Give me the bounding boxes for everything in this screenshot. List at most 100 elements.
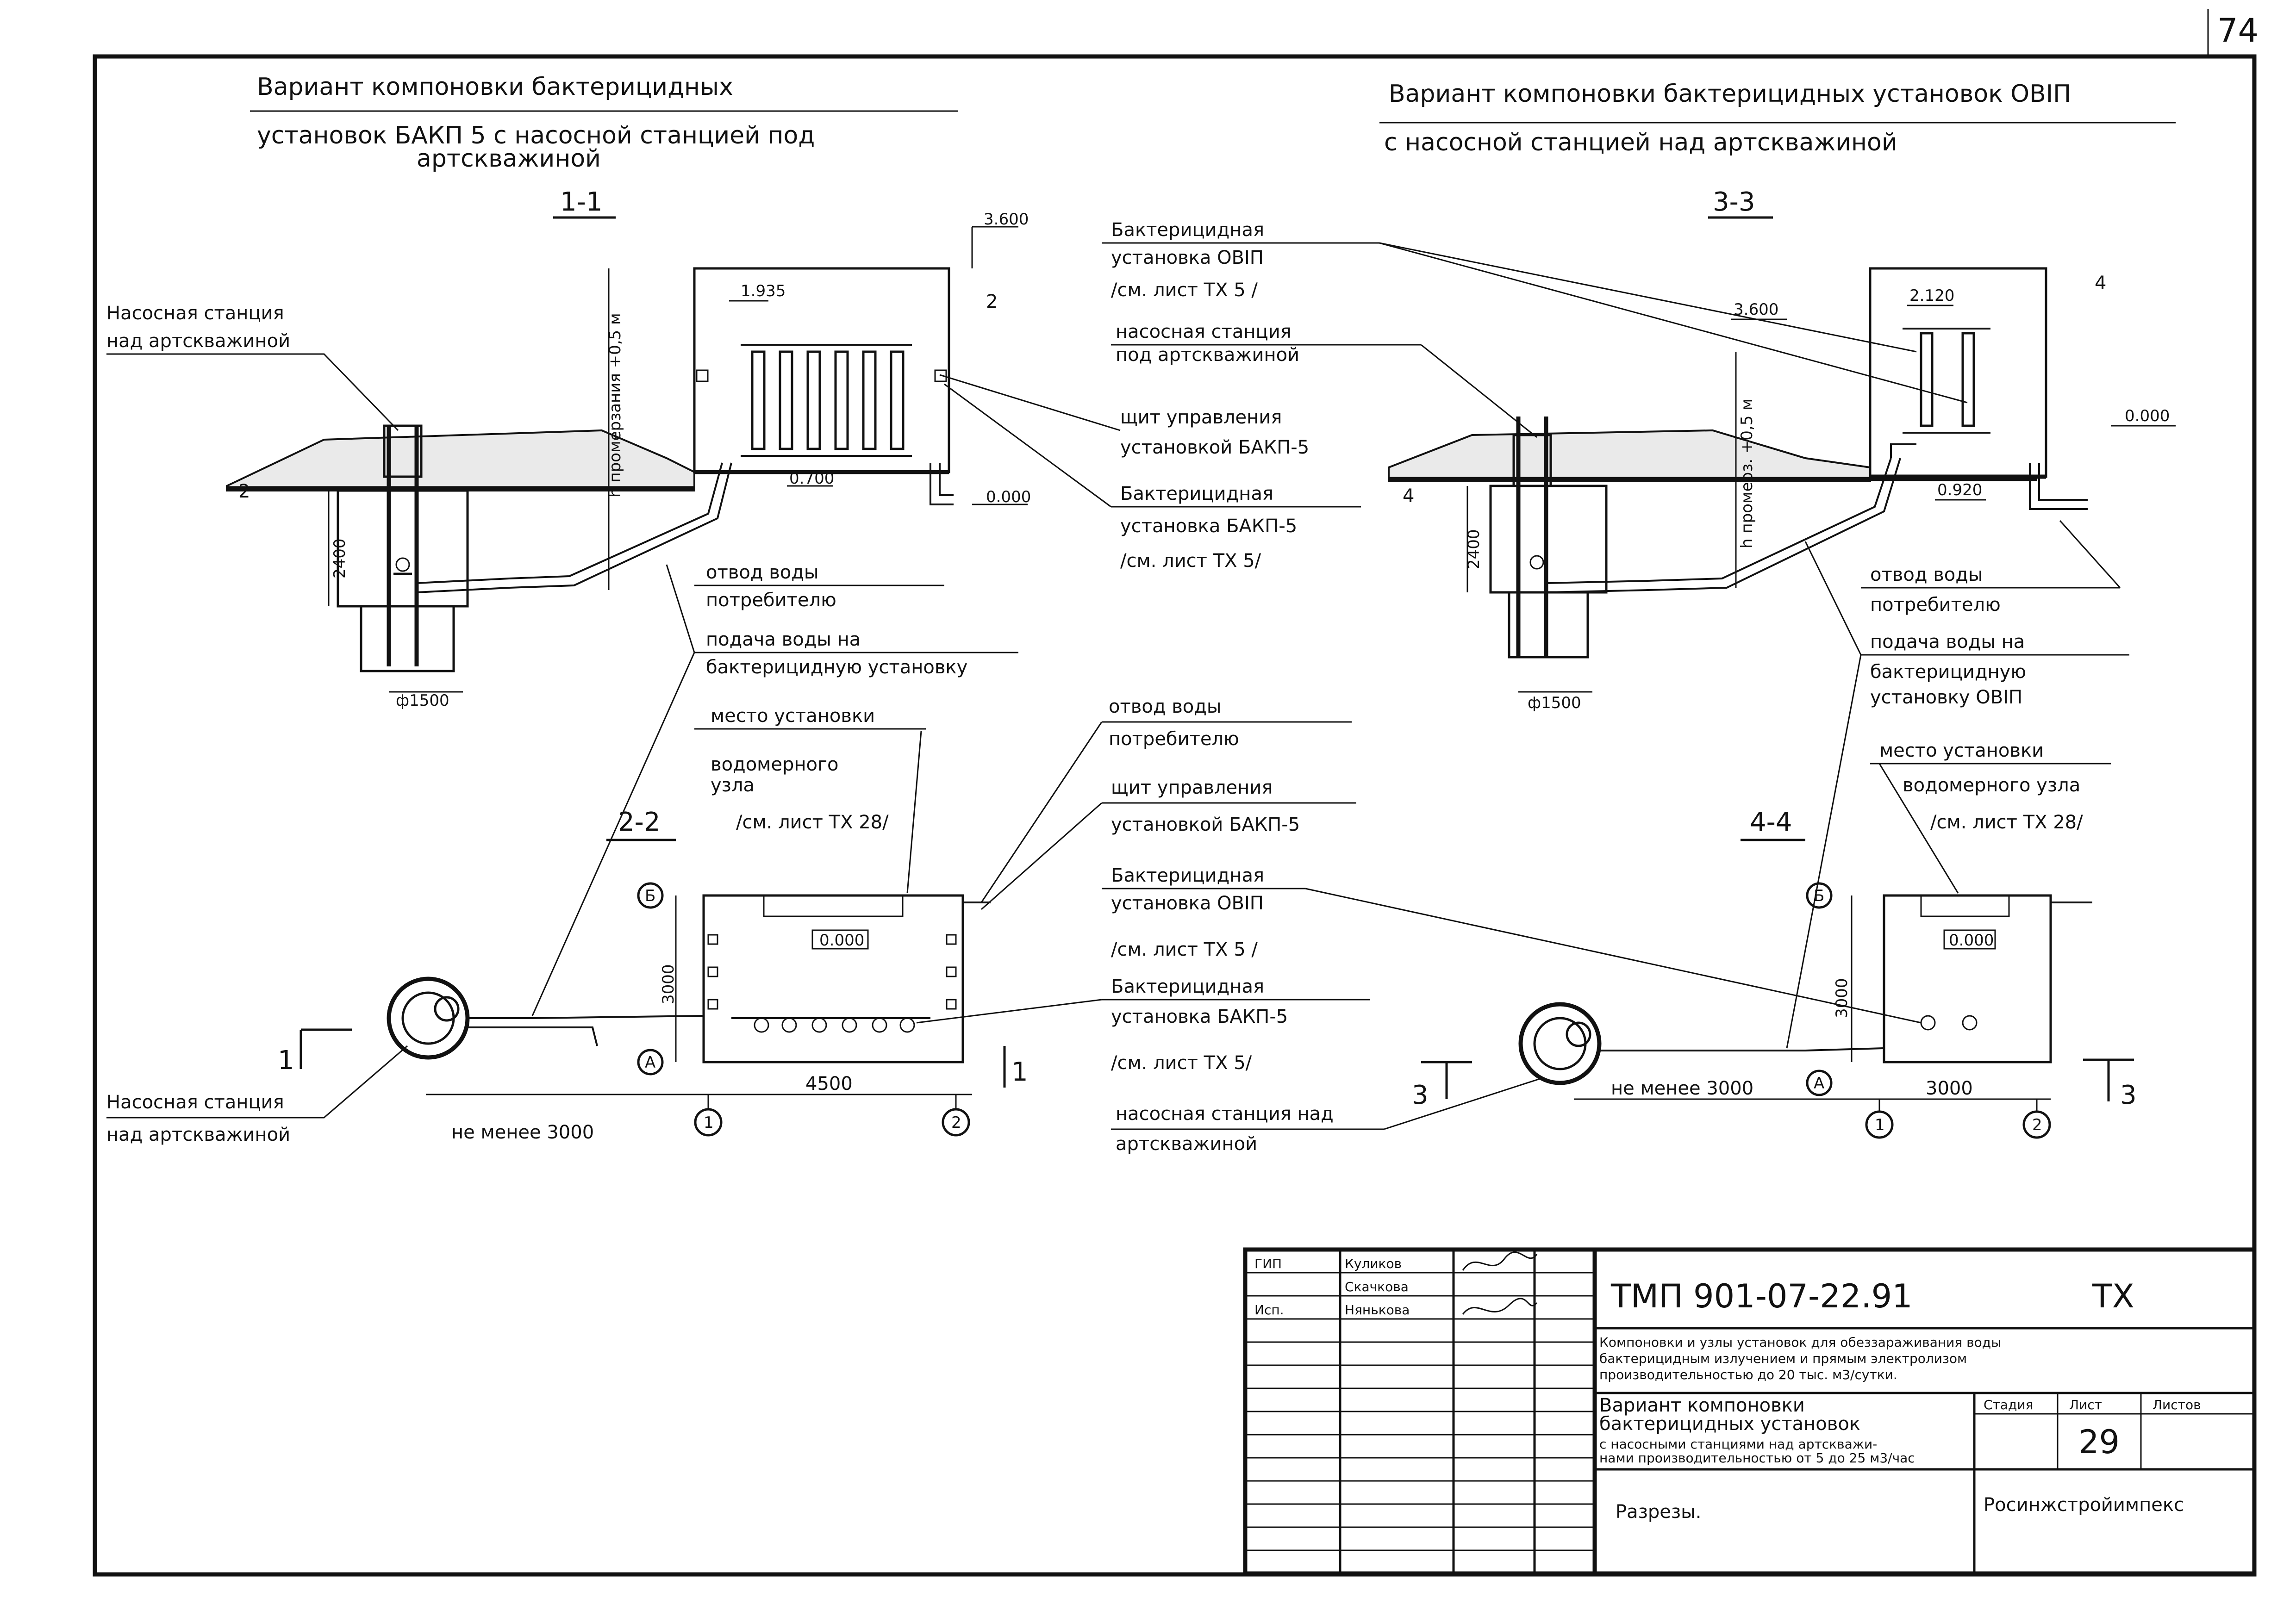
label-bakp-unit-c: /см. лист ТХ 5/	[1120, 550, 1261, 572]
section-3-3-label: 3-3	[1713, 187, 1755, 217]
plan-height-right: 3000	[1833, 978, 1851, 1018]
axis-2-right: 2	[2032, 1116, 2042, 1134]
mark-4-left: 4	[1403, 485, 1414, 507]
plan-out-b: потребителю	[1109, 728, 1239, 750]
elev-3600-left: 3.600	[984, 210, 1029, 229]
section-2-2-label: 2-2	[618, 807, 660, 837]
label-pump-station-b: над артскважиной	[106, 330, 290, 352]
right-water-out-a: отвод воды	[1870, 564, 1983, 585]
plan-2-2-drawing: 0.000 3000 4500 не менее 3000 Б А 1 2	[278, 882, 1028, 1143]
stamp-name-skachkova: Скачкова	[1345, 1279, 1409, 1294]
label-ovip-unit-c: /см. лист ТХ 5 /	[1111, 280, 1258, 301]
right-title-line-2: с насосной станцией над артскважиной	[1384, 129, 1897, 156]
elev-0000-right: 0.000	[2125, 407, 2170, 425]
plan-width-left: 4500	[805, 1073, 853, 1094]
plan-ovip-b: установка ОВІП	[1111, 893, 1264, 914]
stamp-desc-2: бактерицидным излучением и прямым электр…	[1599, 1351, 1967, 1366]
label-pump-top-b: под артскважиной	[1116, 344, 1299, 366]
stamp-role-gip: ГИП	[1254, 1256, 1282, 1271]
plan-height-left: 3000	[659, 964, 678, 1004]
stamp-sheet-title-4: нами производительностью от 5 до 25 м3/ч…	[1599, 1450, 1915, 1466]
stamp-stage-header: Стадия	[1984, 1397, 2033, 1412]
stamp-sheets-header: Листов	[2152, 1397, 2201, 1412]
well-diam-right: ф1500	[1528, 694, 1581, 712]
plan-pump-left-a: Насосная станция	[106, 1092, 284, 1113]
label-water-out-a: отвод воды	[706, 562, 818, 583]
stamp-code: ТМП 901-07-22.91	[1610, 1277, 1913, 1315]
min-distance-left: не менее 3000	[451, 1122, 594, 1143]
axis-b-left: Б	[645, 887, 655, 905]
stamp-sheet-title-2: бактерицидных установок	[1599, 1413, 1860, 1435]
elev-2120: 2.120	[1909, 286, 1954, 305]
plan-meter-c: узла	[711, 775, 755, 796]
plan-room-elev-left: 0.000	[819, 931, 864, 950]
signature-1	[1462, 1251, 1538, 1271]
drawing-frame	[93, 54, 2257, 1577]
stamp-role-isp: Исп.	[1254, 1302, 1284, 1318]
axis-1-left: 1	[704, 1113, 714, 1132]
label-ovip-unit-a: Бактерицидная	[1111, 219, 1264, 241]
cut-1-right: 1	[1011, 1057, 1028, 1087]
mark-2-left: 2	[238, 481, 250, 502]
stamp-sheet-title-3: с насосными станциями над артскважи-	[1599, 1436, 1877, 1452]
stamp-sheet-title-1: Вариант компоновки	[1599, 1395, 1805, 1416]
plan-panel-b: установкой БАКП-5	[1111, 814, 1300, 835]
stamp-organization: Росинжстройимпекс	[1984, 1494, 2184, 1516]
plan-bakp-c: /см. лист ТХ 5/	[1111, 1052, 1252, 1074]
label-bakp-unit-b: установка БАКП-5	[1120, 516, 1297, 537]
title-block	[1243, 1247, 2257, 1576]
mark-4-top: 4	[2095, 273, 2106, 294]
plan-out-a: отвод воды	[1109, 696, 1221, 717]
plan-ovip-c: /см. лист ТХ 5 /	[1111, 939, 1258, 960]
mark-2-top: 2	[986, 291, 998, 312]
stamp-desc-3: производительностью до 20 тыс. м3/сутки.	[1599, 1367, 1897, 1382]
stamp-sheet-header: Лист	[2069, 1397, 2102, 1412]
stamp-sheet-number: 29	[2078, 1423, 2120, 1461]
depth-label-left: h промерзания +0,5 м	[606, 313, 624, 497]
section-4-4-label: 4-4	[1750, 807, 1792, 837]
right-meter-c: /см. лист ТХ 28/	[1930, 812, 2083, 833]
plan-ovip-a: Бактерицидная	[1111, 865, 1264, 886]
cut-1-left: 1	[278, 1045, 294, 1076]
right-water-in-b: бактерицидную	[1870, 661, 2026, 683]
label-ovip-unit-b: установка ОВІП	[1111, 247, 1264, 268]
plan-pump-left-b: над артскважиной	[106, 1124, 290, 1145]
stamp-desc-1: Компоновки и узлы установок для обеззара…	[1599, 1335, 2001, 1350]
elev-0920: 0.920	[1937, 481, 1982, 499]
signature-2	[1462, 1298, 1538, 1315]
label-pump-station-a: Насосная станция	[106, 303, 284, 324]
elev-1935: 1.935	[741, 282, 786, 300]
plan-meter-d: /см. лист ТХ 28/	[736, 812, 889, 833]
plan-meter-b: водомерного	[711, 754, 838, 775]
right-meter-b: водомерного узла	[1903, 775, 2080, 796]
right-water-in-a: подача воды на	[1870, 631, 2025, 653]
right-meter-a: место установки	[1879, 740, 2044, 761]
plan-bakp-b: установка БАКП-5	[1111, 1006, 1288, 1027]
stamp-bottom-title: Разрезы.	[1616, 1501, 1701, 1523]
bakp-units	[741, 344, 912, 457]
right-water-out-b: потребителю	[1870, 594, 2001, 616]
axis-1-right: 1	[1875, 1116, 1885, 1134]
stamp-name-nyankova: Нянькова	[1345, 1302, 1410, 1318]
axis-2-left: 2	[951, 1113, 961, 1132]
section-3-3-drawing: 3.600 2.120 0.000 0.920 4 4 h промерз. +…	[1388, 267, 2176, 712]
label-panel-a: щит управления	[1120, 407, 1282, 428]
well-diam-left: ф1500	[396, 691, 449, 710]
elev-0000-left: 0.000	[986, 488, 1031, 506]
plan-bakp-a: Бактерицидная	[1111, 976, 1264, 997]
cut-3-right: 3	[2120, 1080, 2137, 1110]
cut-3-left: 3	[1412, 1080, 1429, 1110]
plan-pump-a: насосная станция над	[1116, 1103, 1334, 1125]
stamp-name-kulikov: Куликов	[1345, 1256, 1402, 1271]
plan-4-4-drawing: 0.000 3000 3000 не менее 3000 Б А 1 2 3 …	[1412, 882, 2137, 1139]
elev-0700: 0.700	[789, 469, 834, 488]
stamp-code-suffix: ТХ	[2092, 1277, 2134, 1315]
label-water-in-a: подача воды на	[706, 629, 861, 650]
right-title-line-1: Вариант компоновки бактерицидных установ…	[1389, 80, 2071, 108]
plan-width-right: 3000	[1926, 1078, 1973, 1099]
left-title-line-3: артскважиной	[417, 145, 601, 173]
sheet-corner-number: 74	[2217, 12, 2259, 50]
left-title-line-2: установок БАКП 5 с насосной станцией под	[257, 122, 815, 149]
left-title-line-1: Вариант компоновки бактерицидных	[257, 73, 733, 101]
